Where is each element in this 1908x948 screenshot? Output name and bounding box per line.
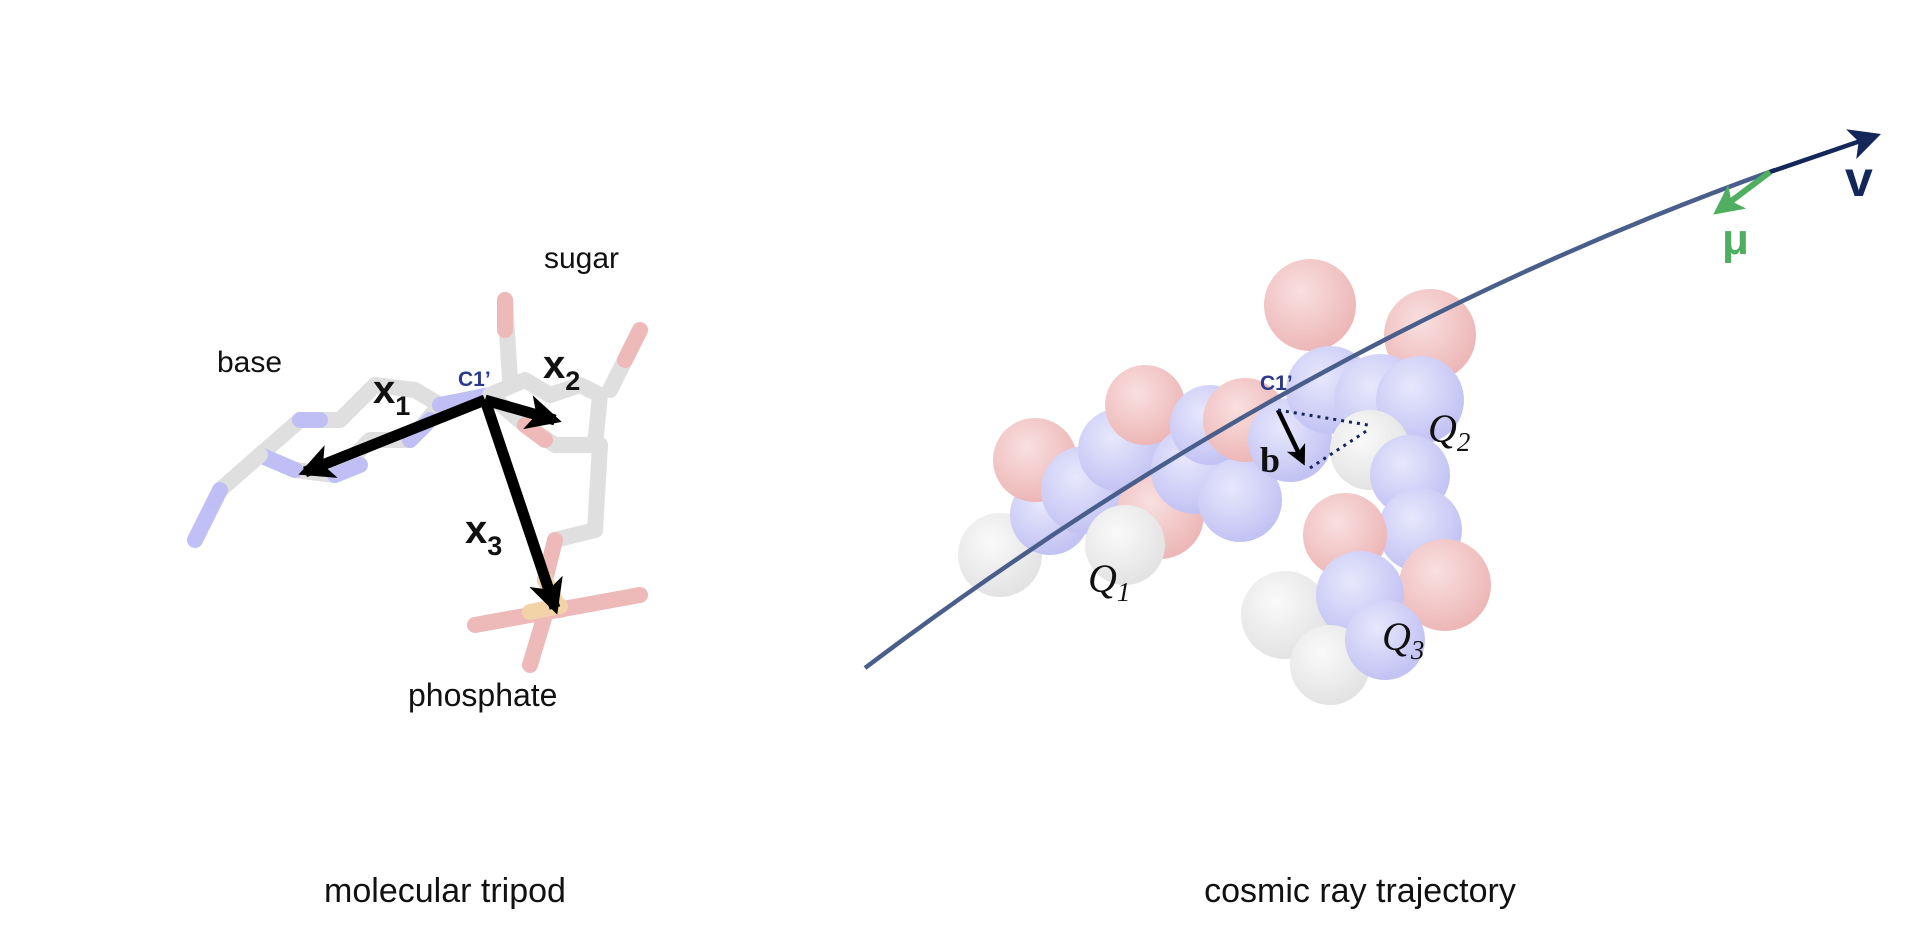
atom — [1085, 505, 1165, 585]
base-tail — [212, 447, 268, 498]
q2-sub: 2 — [1457, 427, 1471, 457]
phosphate-arm2 — [522, 607, 553, 673]
tripod-vectors — [298, 394, 563, 615]
label-x3: x3 — [465, 508, 502, 561]
atom — [1264, 259, 1356, 351]
velocity-arrow — [1769, 129, 1881, 175]
x3-sub: 3 — [487, 531, 502, 561]
impact-parameter-arrow — [1275, 409, 1306, 466]
nucleotide-space-filling-model — [958, 259, 1491, 705]
caption-left: molecular tripod — [324, 872, 566, 910]
base-n3 — [327, 457, 368, 483]
label-b: b — [1260, 440, 1280, 480]
q1-sub: 1 — [1117, 577, 1131, 607]
mu-arrow — [1713, 169, 1772, 215]
x1-name: x — [373, 368, 395, 412]
q1-name: Q — [1088, 556, 1117, 601]
cosmic-ray-trajectory — [863, 167, 1776, 670]
caption-right: cosmic ray trajectory — [1204, 872, 1516, 910]
q2-name: Q — [1428, 406, 1457, 451]
base-tail-n — [187, 482, 228, 548]
label-q3: Q3 — [1382, 614, 1424, 665]
sugar-up2-o — [617, 322, 648, 368]
vector-x3-arrow — [479, 398, 563, 615]
atom — [1399, 539, 1491, 631]
label-mu: μ — [1722, 215, 1749, 264]
x3-name: x — [465, 508, 487, 552]
label-c1-right: C1’ — [1260, 372, 1293, 395]
label-c1-left: C1’ — [458, 368, 491, 391]
label-phosphate: phosphate — [408, 677, 557, 713]
dotted-line-lower — [1309, 428, 1369, 470]
label-base: base — [217, 346, 282, 379]
label-q1: Q1 — [1088, 556, 1130, 607]
label-x1: x1 — [373, 368, 410, 421]
sugar-down — [587, 437, 608, 538]
atom — [1198, 458, 1282, 542]
atom — [1105, 365, 1185, 445]
x2-sub: 2 — [565, 366, 580, 396]
x1-sub: 1 — [395, 391, 410, 421]
atom — [1345, 600, 1425, 680]
label-x2: x2 — [543, 343, 580, 396]
label-q2: Q2 — [1428, 406, 1470, 457]
q3-sub: 3 — [1410, 635, 1425, 665]
q3-name: Q — [1382, 614, 1411, 659]
vector-x2-arrow — [483, 394, 562, 430]
vector-x1-arrow — [298, 394, 488, 478]
x2-name: x — [543, 343, 565, 387]
label-v: v — [1845, 151, 1873, 207]
label-sugar: sugar — [544, 242, 619, 275]
